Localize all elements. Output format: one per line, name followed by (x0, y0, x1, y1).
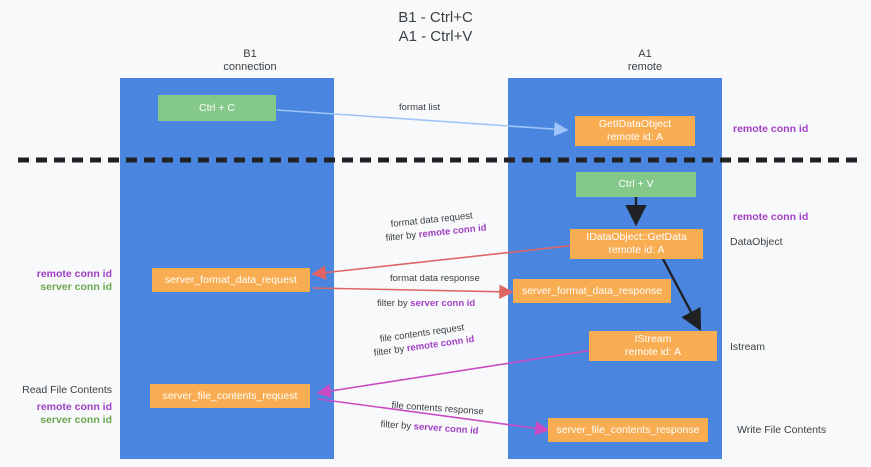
note-group-bottom-keys: Read File Contents remote conn id server… (0, 384, 112, 427)
note-server-conn-id-mid-left: server conn id (40, 281, 112, 293)
filter-key-server-conn-id: server conn id (410, 298, 476, 309)
note-remote-conn-id-top: remote conn id (733, 123, 809, 135)
box-server-file-contents-request[interactable]: server_file_contents_request (150, 384, 310, 408)
note-istream: Istream (730, 341, 766, 353)
box-ctrl-v[interactable]: Ctrl + V (576, 172, 696, 197)
note-group-mid-keys: remote conn id server conn id (0, 268, 112, 294)
edge-label-format-data-response: format data response (390, 273, 480, 284)
box-idataobject-getdata[interactable]: IDataObject::GetData remote id: A (570, 229, 703, 259)
box-istream[interactable]: IStream remote id: A (589, 331, 717, 361)
filter-prefix: filter by (385, 229, 420, 244)
box-get-idataobject[interactable]: GetIDataObject remote id: A (575, 116, 695, 146)
filter-prefix: filter by (380, 418, 415, 433)
note-write-file-contents: Write File Contents (737, 424, 827, 436)
note-server-conn-id-bottom-left: server conn id (40, 414, 112, 426)
column-header-b1: B1 connection (223, 48, 277, 73)
note-remote-conn-id-mid: remote conn id (733, 211, 809, 223)
filter-prefix: filter by (377, 298, 411, 309)
box-server-file-contents-response[interactable]: server_file_contents_response (548, 418, 708, 442)
diagram-title: B1 - Ctrl+C A1 - Ctrl+V (398, 9, 473, 45)
box-server-format-data-request[interactable]: server_format_data_request (152, 268, 310, 292)
note-read-file-contents: Read File Contents (22, 384, 112, 396)
box-ctrl-c[interactable]: Ctrl + C (158, 95, 276, 121)
filter-key-server-conn-id: server conn id (413, 421, 479, 437)
edge-label-format-list: format list (399, 102, 441, 113)
note-remote-conn-id-bottom-left: remote conn id (36, 401, 112, 413)
edge-label-format-data-response-filter: filter by server conn id (377, 297, 475, 311)
filter-prefix: filter by (373, 343, 408, 359)
note-remote-conn-id-mid-left: remote conn id (36, 268, 112, 280)
note-dataobject: DataObject (730, 236, 783, 248)
column-header-a1: A1 remote (627, 48, 663, 73)
box-server-format-data-response[interactable]: server_format_data_response (513, 279, 671, 303)
